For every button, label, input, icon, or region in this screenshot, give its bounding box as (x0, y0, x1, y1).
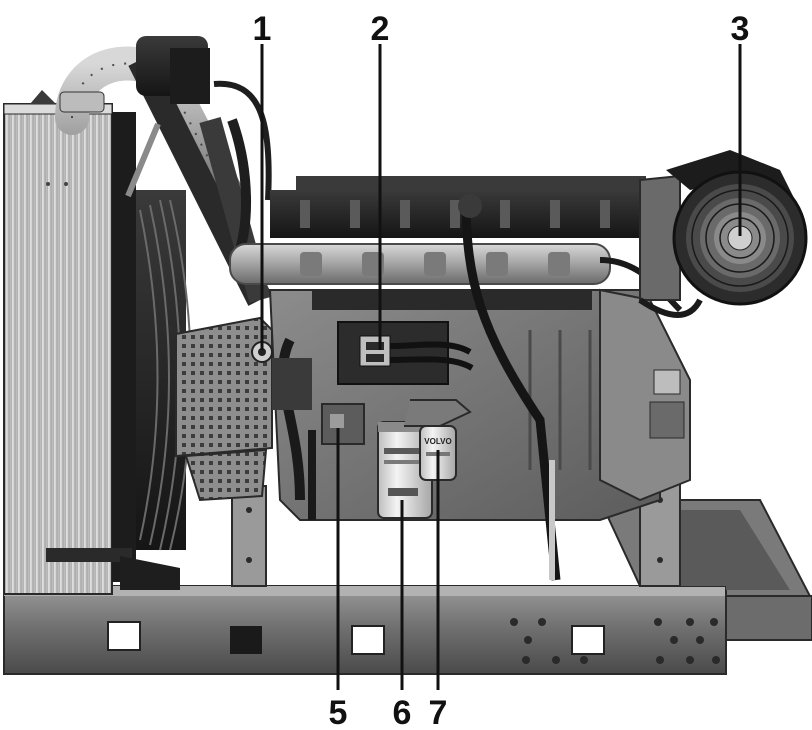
radiator (3, 90, 180, 595)
air-filter (638, 150, 808, 318)
callout-5: 5 (329, 694, 348, 730)
callout-7: 7 (429, 694, 448, 730)
engine-block (229, 176, 691, 581)
callout-leaders (260, 44, 742, 690)
fuel-pump-bracket (308, 403, 365, 520)
base-frame (3, 479, 812, 675)
callout-2: 2 (371, 10, 390, 48)
filter-brand-text: VOLVO (424, 437, 451, 446)
alternator-guard (175, 316, 312, 502)
callout-labels: 1 2 3 5 6 7 (253, 10, 750, 730)
callout-1: 1 (253, 10, 272, 48)
callout-3: 3 (731, 10, 750, 48)
callout-6: 6 (393, 694, 412, 730)
